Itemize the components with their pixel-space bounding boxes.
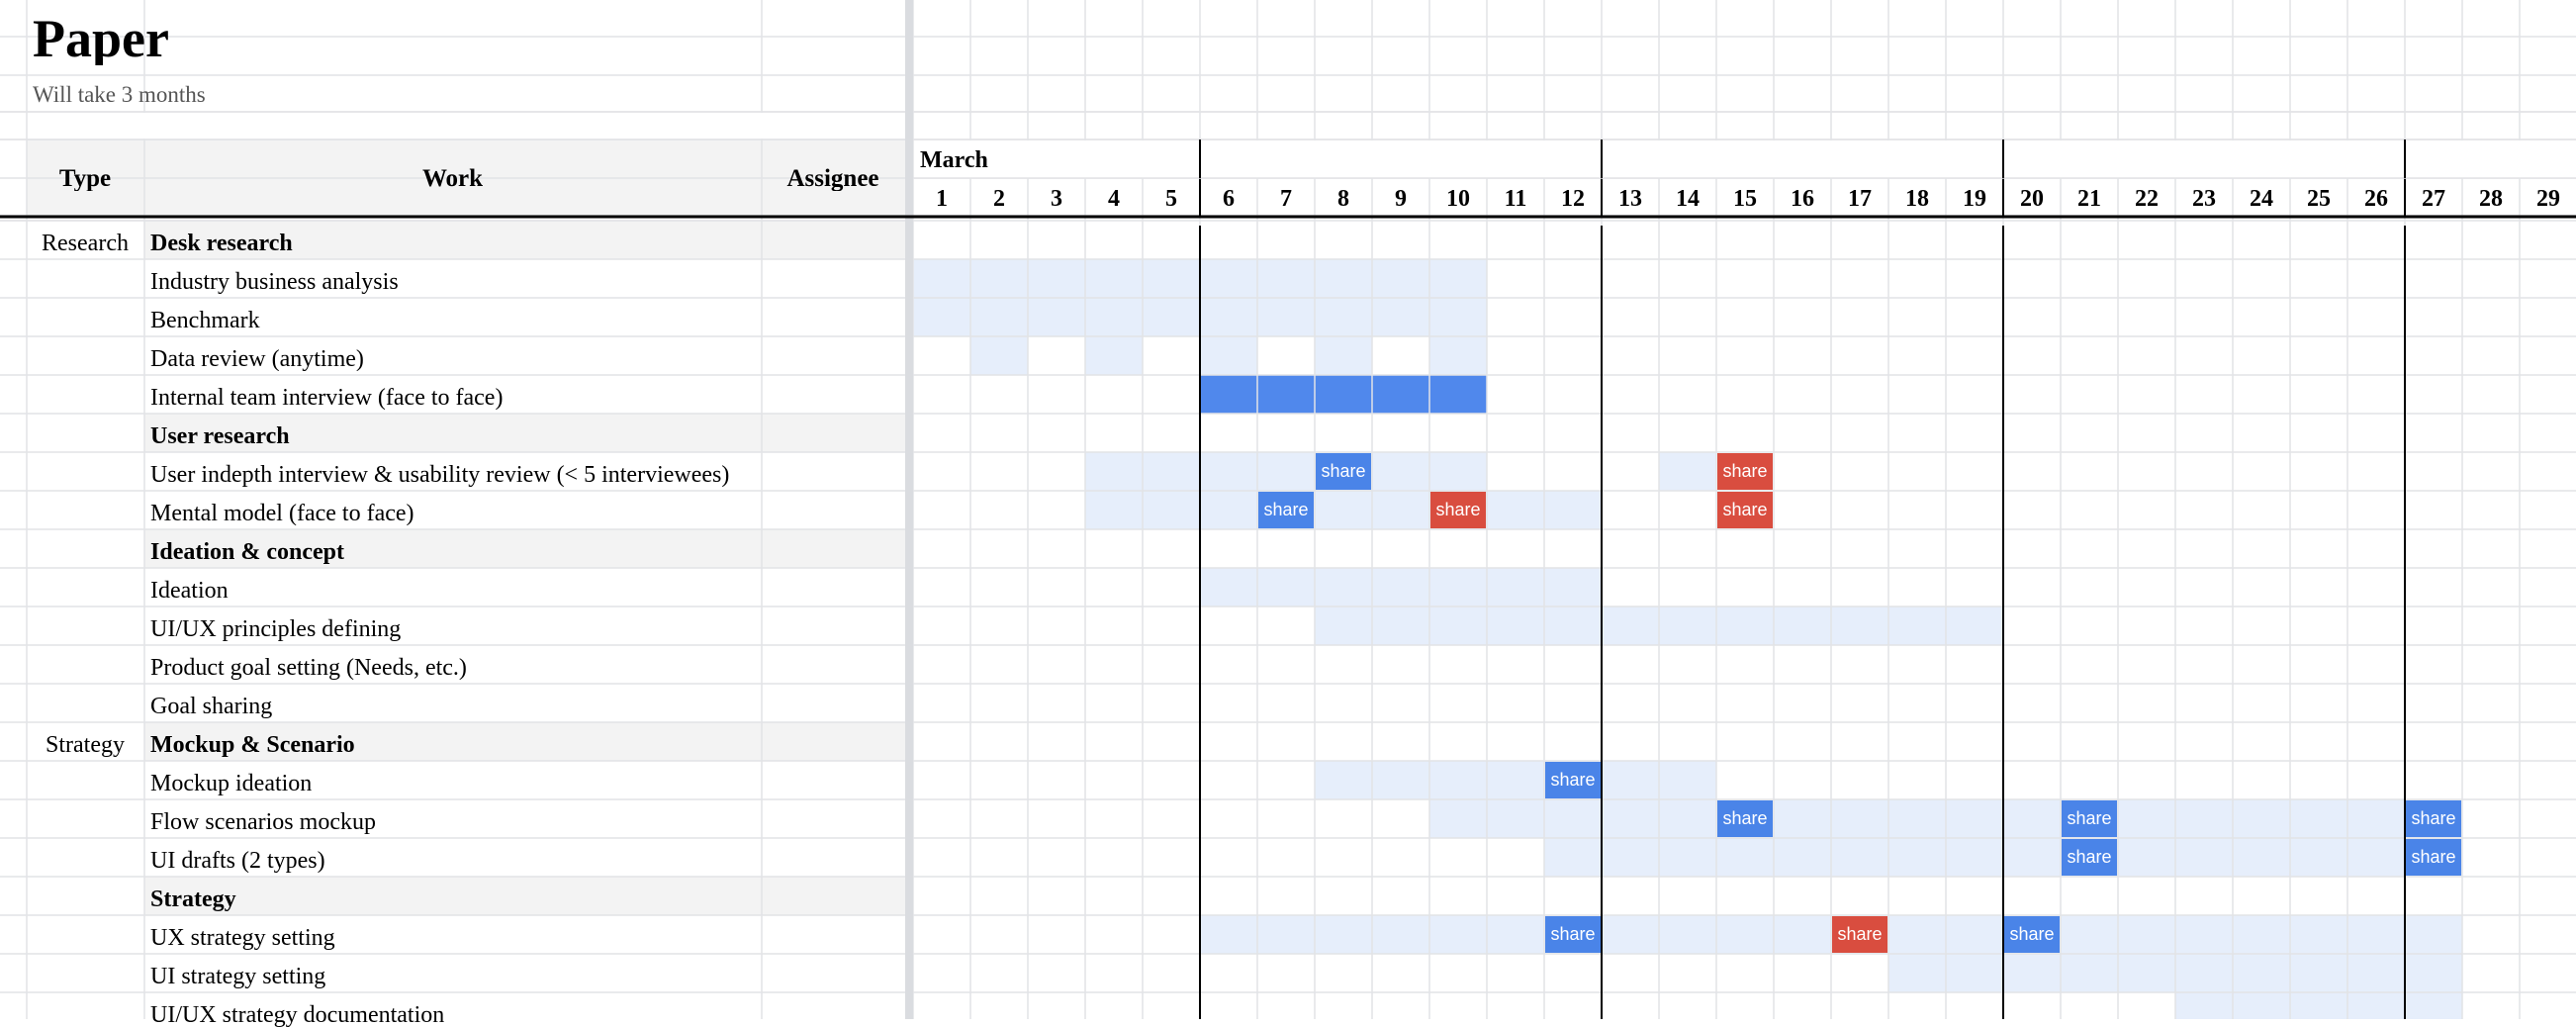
header-month[interactable]: March bbox=[920, 148, 988, 172]
day-header-7[interactable]: 7 bbox=[1280, 187, 1292, 211]
task-bar bbox=[1200, 568, 1602, 607]
day-header-20[interactable]: 20 bbox=[2020, 187, 2044, 211]
section-row-bg bbox=[144, 877, 905, 915]
sheet-title[interactable]: Paper bbox=[33, 12, 169, 65]
day-header-17[interactable]: 17 bbox=[1848, 187, 1872, 211]
task-bar bbox=[1200, 336, 1257, 375]
type-cell[interactable]: Research bbox=[42, 232, 129, 255]
share-chip[interactable]: share bbox=[2004, 916, 2060, 953]
share-chip[interactable]: share bbox=[1316, 453, 1371, 490]
header-type[interactable]: Type bbox=[58, 166, 112, 191]
sheet-subtitle[interactable]: Will take 3 months bbox=[33, 83, 206, 106]
share-chip[interactable]: share bbox=[1430, 492, 1486, 528]
work-item[interactable]: UI/UX principles defining bbox=[150, 617, 402, 641]
share-chip[interactable]: share bbox=[1545, 762, 1601, 798]
day-header-23[interactable]: 23 bbox=[2192, 187, 2216, 211]
day-header-22[interactable]: 22 bbox=[2135, 187, 2159, 211]
day-header-1[interactable]: 1 bbox=[936, 187, 948, 211]
day-header-16[interactable]: 16 bbox=[1791, 187, 1814, 211]
section-heading[interactable]: Mockup & Scenario bbox=[150, 733, 355, 757]
work-item[interactable]: Internal team interview (face to face) bbox=[150, 386, 504, 410]
work-item[interactable]: Ideation bbox=[150, 579, 229, 603]
section-row-bg bbox=[144, 529, 905, 568]
task-bar bbox=[1315, 761, 1716, 799]
day-header-28[interactable]: 28 bbox=[2479, 187, 2503, 211]
day-header-29[interactable]: 29 bbox=[2536, 187, 2560, 211]
day-header-5[interactable]: 5 bbox=[1165, 187, 1177, 211]
day-header-14[interactable]: 14 bbox=[1676, 187, 1700, 211]
day-header-9[interactable]: 9 bbox=[1395, 187, 1407, 211]
header-assignee[interactable]: Assignee bbox=[786, 166, 879, 191]
day-header-4[interactable]: 4 bbox=[1108, 187, 1120, 211]
section-heading[interactable]: Ideation & concept bbox=[150, 540, 344, 564]
task-bar-dark bbox=[1200, 375, 1487, 414]
share-chip[interactable]: share bbox=[2406, 839, 2461, 876]
day-header-6[interactable]: 6 bbox=[1223, 187, 1235, 211]
day-header-21[interactable]: 21 bbox=[2077, 187, 2101, 211]
work-item[interactable]: Mental model (face to face) bbox=[150, 502, 414, 525]
work-item[interactable]: UI drafts (2 types) bbox=[150, 849, 325, 873]
task-bar bbox=[1659, 452, 1716, 491]
share-chip[interactable]: share bbox=[1717, 453, 1773, 490]
type-cell[interactable]: Strategy bbox=[46, 733, 125, 757]
day-header-24[interactable]: 24 bbox=[2250, 187, 2273, 211]
month-header-cell bbox=[914, 140, 2576, 178]
work-item[interactable]: Mockup ideation bbox=[150, 772, 313, 795]
task-bar bbox=[1315, 336, 1372, 375]
work-item[interactable]: User indepth interview & usability revie… bbox=[150, 463, 730, 487]
work-item[interactable]: Data review (anytime) bbox=[150, 347, 364, 371]
work-item[interactable]: Flow scenarios mockup bbox=[150, 810, 376, 834]
day-header-3[interactable]: 3 bbox=[1051, 187, 1062, 211]
work-item[interactable]: Industry business analysis bbox=[150, 270, 399, 294]
spacer-row bbox=[28, 113, 903, 139]
task-bar bbox=[1085, 452, 1487, 491]
share-chip[interactable]: share bbox=[1545, 916, 1601, 953]
work-item[interactable]: UI/UX strategy documentation bbox=[150, 1003, 445, 1027]
share-chip[interactable]: share bbox=[1832, 916, 1887, 953]
frozen-column-divider bbox=[905, 0, 913, 1019]
share-chip[interactable]: share bbox=[2062, 800, 2117, 837]
day-header-25[interactable]: 25 bbox=[2307, 187, 2331, 211]
share-chip[interactable]: share bbox=[2062, 839, 2117, 876]
task-bar bbox=[2175, 992, 2462, 1019]
section-row-bg bbox=[144, 221, 905, 259]
share-chip[interactable]: share bbox=[2406, 800, 2461, 837]
day-header-18[interactable]: 18 bbox=[1905, 187, 1929, 211]
day-header-11[interactable]: 11 bbox=[1504, 187, 1527, 211]
work-item[interactable]: UX strategy setting bbox=[150, 926, 335, 950]
day-header-8[interactable]: 8 bbox=[1337, 187, 1349, 211]
work-item[interactable]: Goal sharing bbox=[150, 695, 273, 718]
share-chip[interactable]: share bbox=[1717, 800, 1773, 837]
section-heading[interactable]: Strategy bbox=[150, 887, 236, 911]
section-heading[interactable]: Desk research bbox=[150, 232, 293, 255]
work-item[interactable]: Product goal setting (Needs, etc.) bbox=[150, 656, 467, 680]
task-bar bbox=[970, 336, 1028, 375]
section-row-bg bbox=[144, 414, 905, 452]
work-item[interactable]: Benchmark bbox=[150, 309, 260, 332]
share-chip[interactable]: share bbox=[1258, 492, 1314, 528]
header-work[interactable]: Work bbox=[421, 166, 484, 191]
section-row-bg bbox=[144, 722, 905, 761]
day-header-10[interactable]: 10 bbox=[1446, 187, 1470, 211]
day-header-2[interactable]: 2 bbox=[993, 187, 1005, 211]
day-header-27[interactable]: 27 bbox=[2422, 187, 2445, 211]
task-bar bbox=[1085, 491, 1602, 529]
work-item[interactable]: UI strategy setting bbox=[150, 965, 326, 988]
task-bar bbox=[1085, 336, 1143, 375]
day-header-12[interactable]: 12 bbox=[1561, 187, 1585, 211]
section-heading[interactable]: User research bbox=[150, 424, 290, 448]
day-header-19[interactable]: 19 bbox=[1963, 187, 1986, 211]
share-chip[interactable]: share bbox=[1717, 492, 1773, 528]
task-bar bbox=[1429, 336, 1487, 375]
day-header-15[interactable]: 15 bbox=[1733, 187, 1757, 211]
day-header-26[interactable]: 26 bbox=[2364, 187, 2388, 211]
day-header-13[interactable]: 13 bbox=[1618, 187, 1642, 211]
